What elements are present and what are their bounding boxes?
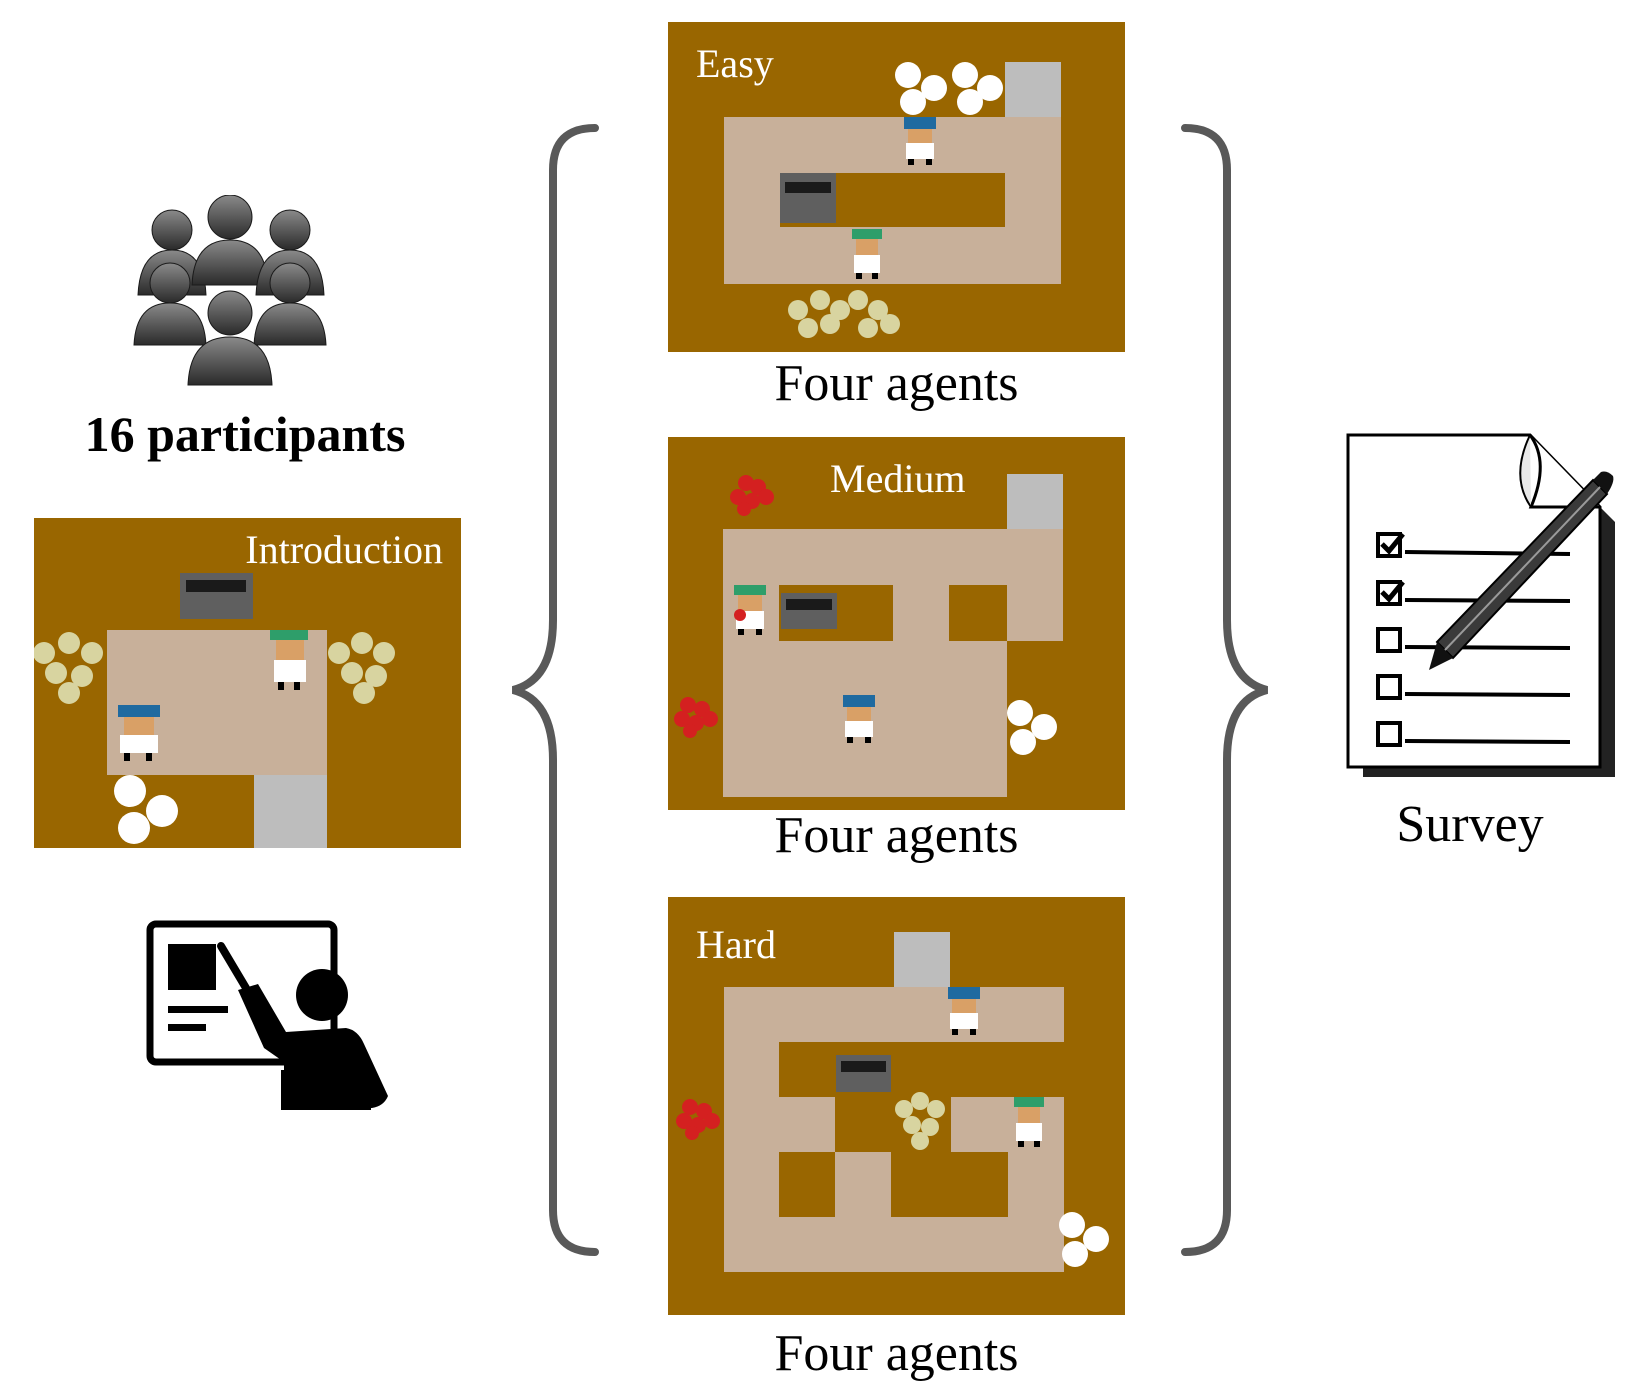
tomato-pile-icon xyxy=(676,1099,720,1140)
medium-caption: Four agents xyxy=(774,807,1019,864)
stove-icon xyxy=(180,573,253,619)
chef-green-icon xyxy=(270,630,308,690)
plate-stack-icon xyxy=(114,775,178,844)
stove-icon xyxy=(781,593,837,629)
tomato-pile-icon xyxy=(674,697,718,738)
introduction-panel: Introduction xyxy=(34,518,461,848)
chef-blue-icon xyxy=(904,117,936,165)
chef-green-icon xyxy=(852,229,882,279)
hard-label: Hard xyxy=(696,922,776,967)
chef-blue-icon xyxy=(843,695,875,743)
participants-label: 16 participants xyxy=(84,406,406,462)
group-icon xyxy=(133,195,327,386)
chef-blue-icon xyxy=(118,705,160,761)
chef-green-icon xyxy=(734,585,766,635)
chef-green-icon xyxy=(1014,1097,1044,1147)
introduction-label: Introduction xyxy=(245,527,443,572)
medium-label: Medium xyxy=(830,456,966,501)
medium-panel: Medium xyxy=(668,437,1125,810)
checklist-survey-icon xyxy=(1346,433,1615,777)
onion-pile-icon xyxy=(328,632,395,704)
onion-pile-icon xyxy=(34,632,103,704)
presentation-icon xyxy=(146,920,388,1110)
plate-stack-icon xyxy=(1007,700,1057,755)
right-brace xyxy=(1181,124,1269,1256)
stove-icon xyxy=(780,173,836,223)
chef-blue-icon xyxy=(948,987,980,1035)
tomato-pile-icon xyxy=(730,475,774,516)
easy-kitchen-map xyxy=(668,22,1125,352)
easy-label: Easy xyxy=(696,41,774,86)
easy-panel: Easy xyxy=(668,22,1125,352)
left-brace xyxy=(511,124,599,1256)
hard-caption: Four agents xyxy=(774,1325,1019,1382)
hard-kitchen-map xyxy=(668,897,1125,1315)
introduction-kitchen-map xyxy=(34,518,461,848)
stove-icon xyxy=(836,1055,891,1092)
pencil-icon xyxy=(1429,471,1614,670)
onion-pile-icon xyxy=(895,1092,945,1150)
onion-pile-icon xyxy=(788,290,900,338)
medium-kitchen-map xyxy=(668,437,1125,810)
hard-panel: Hard xyxy=(668,897,1125,1315)
easy-caption: Four agents xyxy=(774,355,1019,412)
plate-stack-icon xyxy=(895,62,1003,115)
plate-stack-icon xyxy=(1059,1212,1109,1267)
survey-label: Survey xyxy=(1396,796,1544,853)
